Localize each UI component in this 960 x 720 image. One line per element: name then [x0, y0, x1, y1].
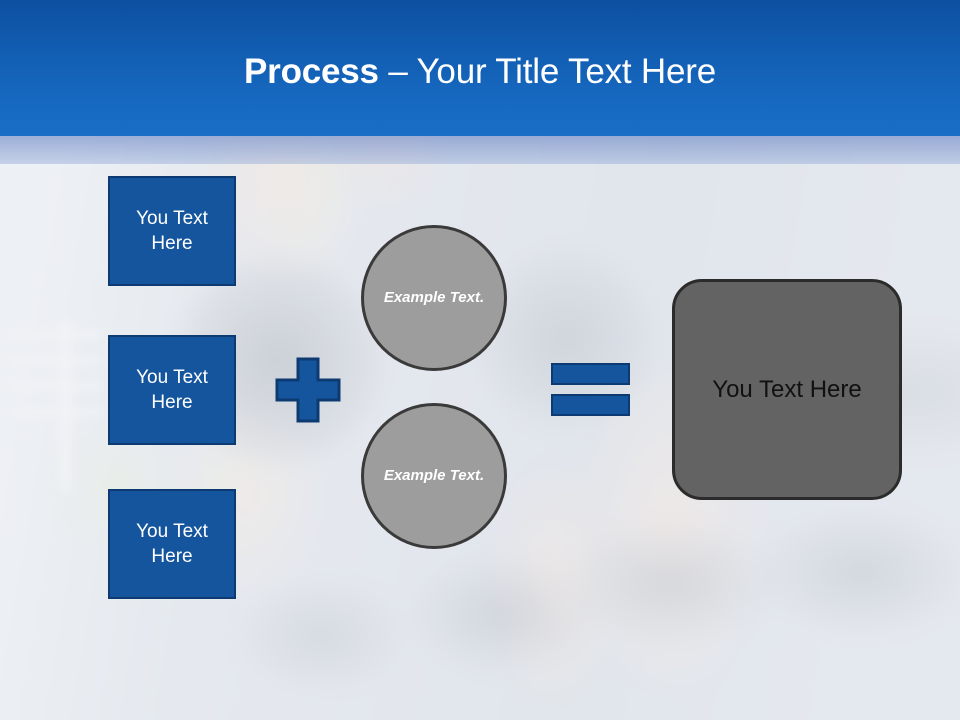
example-circle-1[interactable]: Example Text.	[361, 225, 507, 371]
result-box-label: You Text Here	[712, 375, 862, 403]
result-box[interactable]: You Text Here	[672, 279, 902, 500]
example-circle-2-label: Example Text.	[383, 467, 485, 484]
page-title-bold: Process	[244, 52, 379, 91]
equals-icon	[551, 363, 630, 416]
input-box-2[interactable]: You Text Here	[108, 335, 236, 445]
input-box-1[interactable]: You Text Here	[108, 176, 236, 286]
input-box-2-label: You Text Here	[136, 367, 208, 413]
equals-icon-bar-top	[551, 363, 630, 385]
example-circle-2[interactable]: Example Text.	[361, 403, 507, 549]
example-circle-1-label: Example Text.	[383, 289, 485, 306]
input-box-1-label: You Text Here	[136, 208, 208, 254]
input-box-3-label: You Text Here	[136, 521, 208, 567]
plus-icon	[275, 357, 341, 423]
page-title: Process – Your Title Text Here	[0, 50, 960, 94]
equals-icon-bar-bottom	[551, 394, 630, 416]
input-box-3[interactable]: You Text Here	[108, 489, 236, 599]
title-bar: Process – Your Title Text Here	[0, 0, 960, 136]
page-title-rest: – Your Title Text Here	[378, 52, 716, 91]
background-blue-band	[0, 136, 960, 164]
